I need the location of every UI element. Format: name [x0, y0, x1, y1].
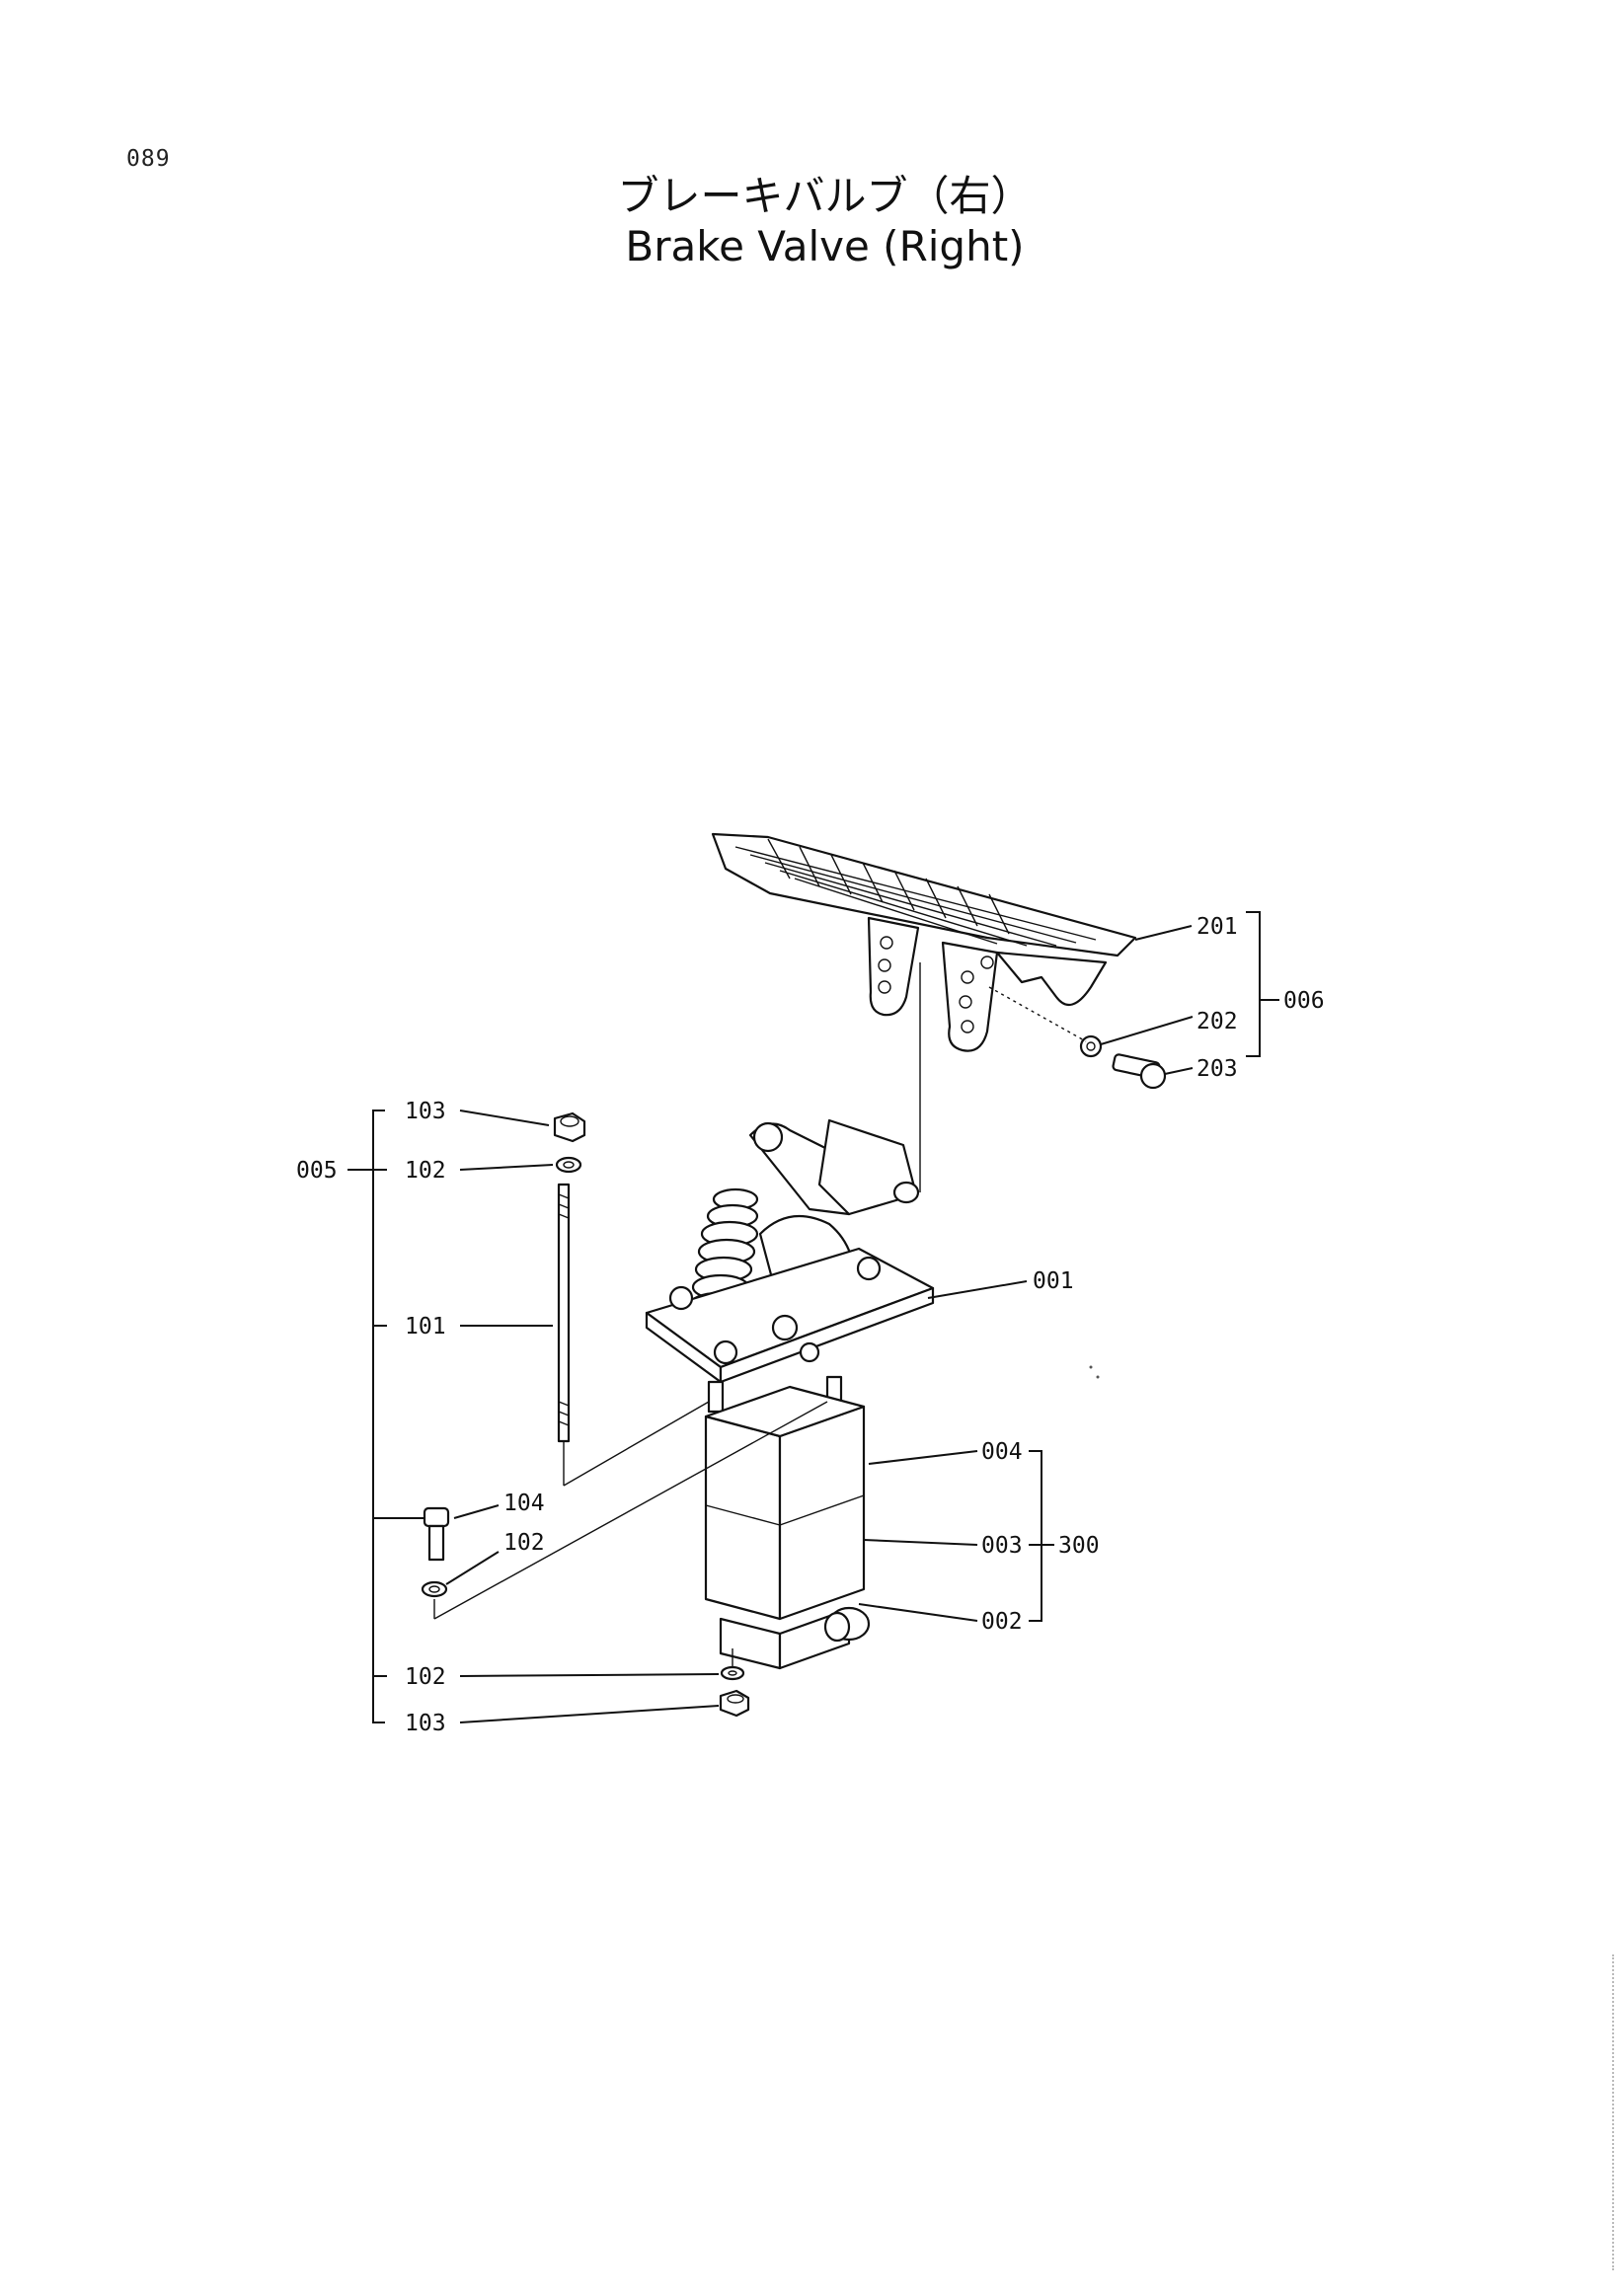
washer-102-bottom — [720, 1665, 745, 1681]
scan-speck — [1096, 1375, 1100, 1379]
callout-102-mid: 102 — [503, 1530, 545, 1556]
callout-201: 201 — [1196, 914, 1238, 940]
callout-104: 104 — [503, 1491, 545, 1516]
scan-edge-marks — [1609, 1954, 1614, 2270]
callout-300: 300 — [1058, 1533, 1100, 1559]
page-title-english: Brake Valve (Right) — [625, 222, 1025, 270]
stud-bolt-101 — [557, 1183, 571, 1443]
washer-102-top — [555, 1156, 582, 1174]
callout-005: 005 — [296, 1158, 338, 1184]
callout-004: 004 — [981, 1439, 1023, 1465]
brake-valve-body — [645, 1118, 935, 1670]
page-title-japanese: ブレーキバルブ（右） — [617, 172, 1033, 220]
nut-103-bottom — [719, 1689, 750, 1718]
callout-006: 006 — [1283, 988, 1325, 1014]
callout-103-top: 103 — [405, 1099, 446, 1124]
callout-103-bottom: 103 — [405, 1711, 446, 1736]
bolt-104 — [423, 1506, 450, 1562]
callout-101: 101 — [405, 1314, 446, 1339]
callout-102-bottom: 102 — [405, 1664, 446, 1690]
washer-202 — [1079, 1034, 1103, 1058]
snap-pin-203 — [1112, 1053, 1167, 1090]
callout-202: 202 — [1196, 1009, 1238, 1034]
callout-002: 002 — [981, 1609, 1023, 1635]
nut-103-top — [553, 1111, 586, 1143]
callout-203: 203 — [1196, 1056, 1238, 1082]
callout-001: 001 — [1033, 1268, 1074, 1294]
washer-102-mid — [421, 1580, 448, 1598]
page-number: 089 — [126, 146, 171, 172]
callout-102-top: 102 — [405, 1158, 446, 1184]
callout-003: 003 — [981, 1533, 1023, 1559]
scan-speck — [1089, 1365, 1093, 1369]
pedal-assembly-201 — [711, 832, 1137, 1052]
